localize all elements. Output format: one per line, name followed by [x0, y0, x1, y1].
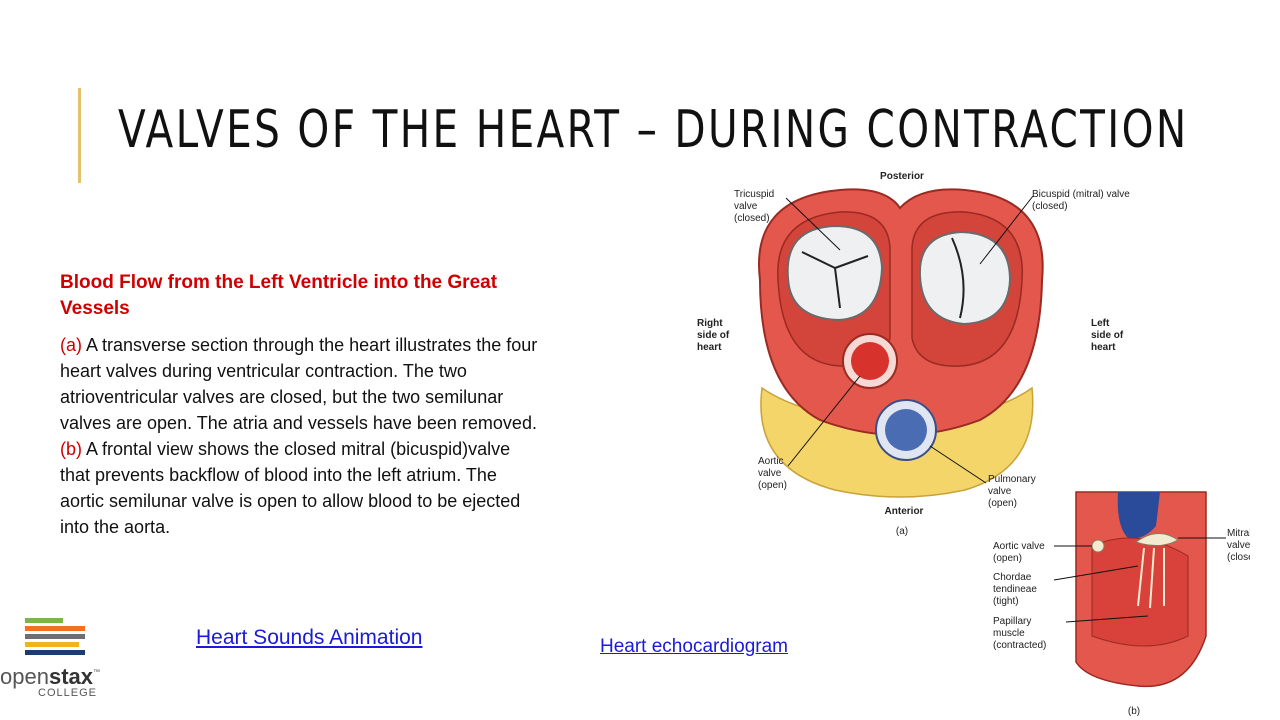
caption-b: (b) [1128, 706, 1140, 717]
body-text-1: A transverse section through the heart i… [60, 335, 538, 433]
logo-tm: ™ [93, 669, 100, 676]
leader-pulmonary [929, 445, 987, 484]
bicuspid-cusp-line [951, 237, 965, 319]
ref-a: (a) [60, 335, 82, 355]
logo-text-college: COLLEGE [38, 687, 97, 699]
label-left-side: Left side of heart [1091, 318, 1126, 353]
leader-tricuspid [785, 197, 841, 251]
leader-bicuspid [979, 195, 1034, 265]
figure-b-frontal-view: Aortic valve (open) Chordae tendineae (t… [993, 491, 1250, 717]
leader-b-chordae [1053, 565, 1139, 581]
aortic-lumen [851, 342, 889, 380]
body-text-2: A frontal view shows the closed mitral (… [60, 439, 521, 537]
logo-stripe-5 [25, 650, 85, 655]
logo-text-open: open [0, 664, 49, 689]
label-posterior: Posterior [880, 171, 924, 182]
body-paragraph: (a) A transverse section through the hea… [60, 332, 545, 540]
logo-text-stax: stax [49, 664, 94, 689]
label-b-papillary: Papillary muscle (contracted) [993, 616, 1046, 651]
logo-stripe-3 [25, 634, 85, 639]
great-vessel [1117, 492, 1160, 539]
leader-aortic [787, 375, 861, 467]
title-accent-bar [78, 88, 81, 183]
label-bicuspid: Bicuspid (mitral) valve (closed) [1032, 189, 1133, 212]
aortic-valve-shape [1091, 539, 1105, 553]
caption-a: (a) [896, 526, 908, 537]
label-tricuspid: Tricuspid valve (closed) [734, 189, 777, 224]
heart-echocardiogram-link[interactable]: Heart echocardiogram [600, 636, 788, 657]
tricuspid-cusp-lines [801, 251, 869, 309]
ref-b: (b) [60, 439, 82, 459]
label-b-aortic: Aortic valve (open) [993, 541, 1047, 564]
label-pulmonary: Pulmonary valve (open) [988, 474, 1039, 509]
subheading: Blood Flow from the Left Ventricle into … [60, 272, 498, 319]
label-b-mitral: Mitral valve (closed) [1227, 528, 1250, 563]
slide-title: VALVES OF THE HEART – DURING CONTRACTION [118, 100, 1189, 160]
label-b-chordae: Chordae tendineae (tight) [993, 572, 1040, 607]
pulmonary-lumen [885, 409, 927, 451]
logo-stripe-4 [25, 642, 79, 647]
mitral-valve-shape [1134, 533, 1179, 546]
figure-a-transverse-section: Posterior Tricuspid valve (closed) Bicus… [697, 171, 1133, 537]
chordae-shape [1137, 547, 1165, 609]
logo-stripe-2 [25, 626, 85, 631]
svg-text:openstax™: openstax™ [0, 664, 100, 689]
label-right-side: Right side of heart [697, 318, 732, 353]
bicuspid-valve [918, 230, 1012, 326]
logo-stripe-1 [25, 618, 63, 623]
label-aortic: Aortic valve (open) [758, 456, 787, 491]
label-anterior: Anterior [885, 506, 924, 517]
text-content: Blood Flow from the Left Ventricle into … [60, 270, 545, 540]
heart-sounds-link[interactable]: Heart Sounds Animation [196, 626, 423, 649]
openstax-logo: openstax™ COLLEGE [0, 618, 100, 699]
leader-b-papillary [1065, 615, 1149, 623]
